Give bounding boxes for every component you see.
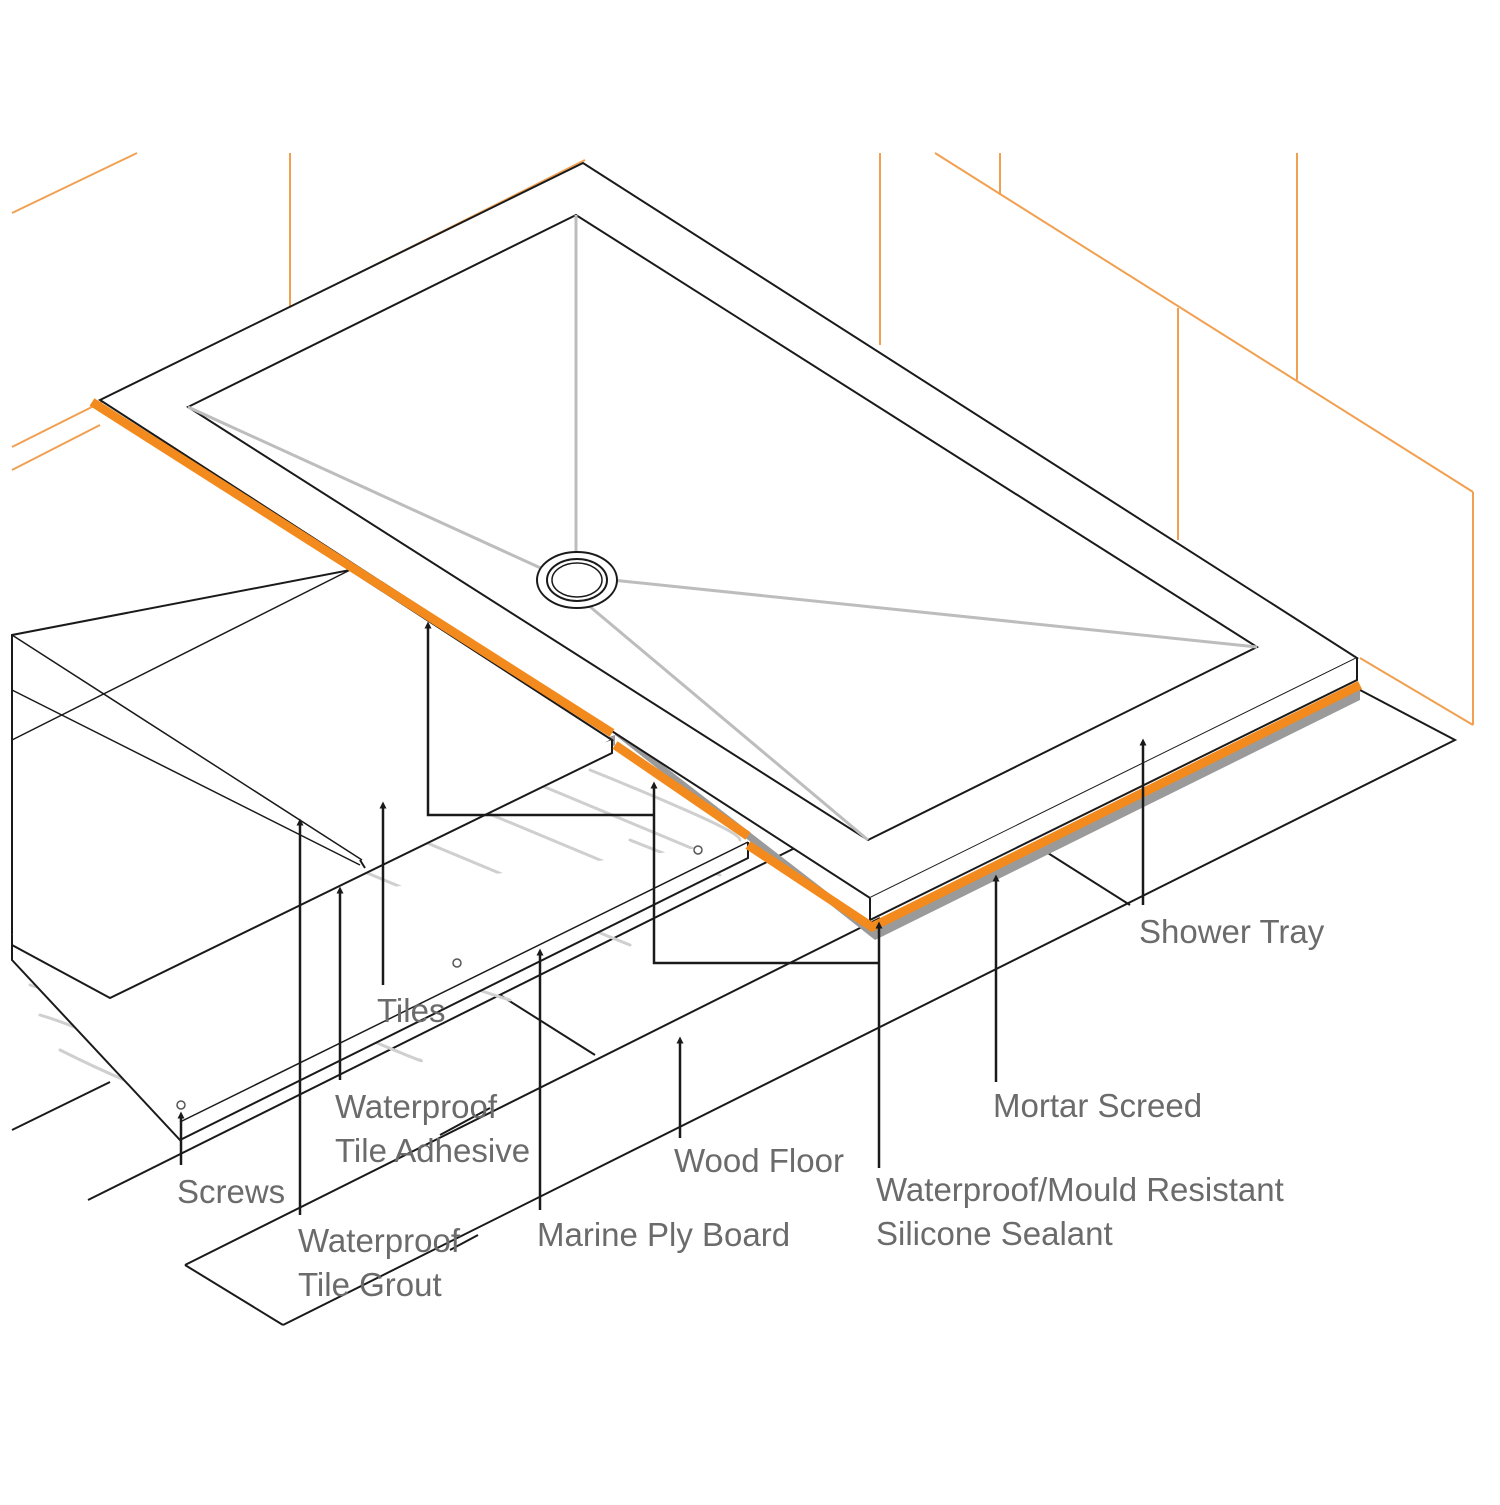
- label-tiles: Tiles: [377, 992, 445, 1029]
- screw-2: [452, 958, 462, 968]
- floor-cross-1: [499, 994, 596, 1056]
- tiles-side: [11, 740, 613, 1000]
- leader-lines: [177, 621, 1147, 1251]
- label-wood-floor: Wood Floor: [674, 1142, 844, 1179]
- labels: Shower Tray Tiles Mortar Screed Waterpro…: [177, 913, 1325, 1303]
- leader-sealant-branch-2: [424, 621, 654, 817]
- sealant-left-strip: [89, 398, 615, 737]
- right-wall-floor-line: [1359, 657, 1474, 726]
- leader-adhesive-tail: [439, 1107, 491, 1136]
- label-waterproof-tile-grout-line1: Waterproof: [298, 1222, 461, 1259]
- drain-icon: [536, 551, 618, 609]
- tray-side-front: [869, 658, 1358, 922]
- label-sealant-line2: Silicone Sealant: [876, 1215, 1113, 1252]
- shower-tray: [97, 161, 1360, 940]
- sealant-front-strip: [745, 680, 1362, 933]
- tile-grout-line-3: [11, 634, 363, 861]
- label-waterproof-tile-adhesive-line2: Tile Adhesive: [335, 1132, 530, 1169]
- floor-tiles: [11, 568, 615, 1000]
- right-wall-row-line: [934, 152, 1474, 493]
- screw-1: [176, 1100, 186, 1110]
- floor-left-line: [11, 1081, 111, 1131]
- floor-front-edge: [184, 1264, 284, 1326]
- label-shower-tray: Shower Tray: [1139, 913, 1325, 950]
- label-mortar-screed: Mortar Screed: [993, 1087, 1202, 1124]
- label-waterproof-tile-grout-line2: Tile Grout: [298, 1266, 442, 1303]
- leader-sealant-branch: [650, 781, 879, 965]
- floor-joint-2: [87, 827, 836, 1201]
- left-wall-top-edge: [11, 152, 138, 214]
- label-marine-ply-board: Marine Ply Board: [537, 1216, 790, 1253]
- label-sealant-line1: Waterproof/Mould Resistant: [876, 1171, 1284, 1208]
- left-wall-lower-line: [11, 424, 101, 471]
- label-waterproof-tile-adhesive-line1: Waterproof: [335, 1088, 498, 1125]
- tile-grout-gap: [359, 859, 366, 869]
- sealant-middle-strip: [612, 741, 751, 840]
- screw-3: [693, 845, 703, 855]
- floor-right-edge: [282, 689, 1458, 1326]
- floor-cross-2: [1039, 847, 1131, 906]
- silicone-sealant: [89, 398, 1362, 933]
- tray-drain-guides: [187, 215, 1258, 842]
- tile-grout-line-1: [11, 689, 361, 866]
- leader-grout-tail: [449, 1234, 479, 1251]
- tile-grout-line-2: [11, 569, 351, 741]
- label-screws: Screws: [177, 1173, 285, 1210]
